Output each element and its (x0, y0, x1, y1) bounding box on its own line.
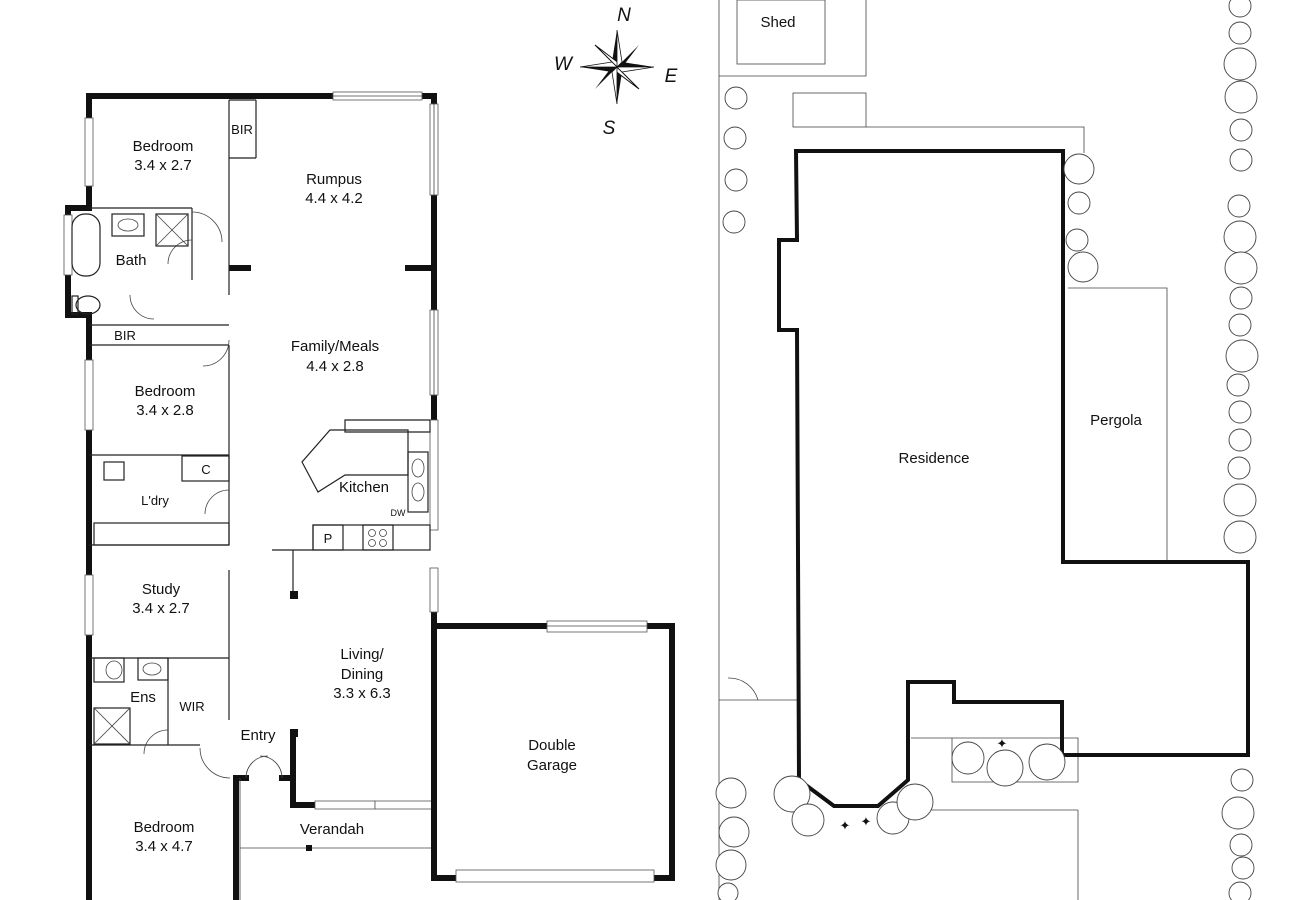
room-living-name-2: Dining (341, 666, 384, 683)
room-bath-name: Bath (116, 252, 147, 269)
room-living-size: 3.3 x 6.3 (333, 685, 391, 702)
room-bedroom-2-name: Bedroom (135, 383, 196, 400)
pantry-label: P (324, 531, 333, 546)
bathtub-icon (71, 213, 101, 277)
compass-north: N (617, 5, 631, 26)
room-bedroom-3-name: Bedroom (134, 819, 195, 836)
toilet-icon (75, 295, 101, 315)
washer-icon (103, 461, 125, 481)
room-laundry-name: L'dry (141, 493, 169, 508)
compass-east: E (665, 66, 678, 87)
bir-label-1: BIR (231, 122, 253, 137)
shed-label: Shed (760, 14, 795, 31)
dishwasher-label: DW (391, 508, 406, 518)
bir-label-2: BIR (114, 328, 136, 343)
room-rumpus-name: Rumpus (306, 171, 362, 188)
residence-outline (777, 149, 1250, 808)
kitchen-bench (344, 419, 431, 433)
basin-icon (111, 213, 145, 237)
room-study-size: 3.4 x 2.7 (132, 600, 190, 617)
room-study-name: Study (142, 581, 181, 598)
room-bedroom-3-size: 3.4 x 4.7 (135, 838, 193, 855)
verandah-label: Verandah (300, 821, 364, 838)
wir-label: WIR (179, 699, 204, 714)
room-ensuite-name: Ens (130, 689, 156, 706)
cupboard-label: C (201, 462, 210, 477)
room-living-name-1: Living/ (340, 646, 384, 663)
garage-name-2: Garage (527, 757, 577, 774)
cooktop-icon (362, 524, 394, 551)
shrubs-east-boundary (1221, 0, 1259, 900)
kitchen-island (301, 429, 409, 493)
windows (63, 91, 439, 810)
sink-icon (407, 451, 429, 513)
house-floor-plan: Bedroom 3.4 x 2.7 BIR Rumpus 4.4 x 4.2 B… (63, 91, 675, 900)
garage-structure (431, 620, 675, 883)
room-bedroom-2-size: 3.4 x 2.8 (136, 402, 194, 419)
svg-text:✦: ✦ (861, 814, 872, 829)
room-rumpus-size: 4.4 x 4.2 (305, 190, 363, 207)
entry-label: Entry (240, 727, 276, 744)
shrubs-residence-east (1063, 153, 1099, 283)
compass-south: S (603, 118, 616, 139)
ensuite-toilet-icon (105, 660, 123, 680)
room-bedroom-1-name: Bedroom (133, 138, 194, 155)
residence-label: Residence (899, 450, 970, 467)
shower-icon (155, 213, 189, 247)
ensuite-basin-icon (137, 657, 169, 681)
fixtures (71, 213, 434, 900)
compass-west: W (554, 54, 574, 75)
shed-outline (736, 0, 826, 65)
garage-name-1: Double (528, 737, 576, 754)
shrubs-west: ✦ ✦ ✦ (715, 86, 1066, 900)
svg-text:✦: ✦ (840, 818, 851, 833)
interior-walls (89, 99, 283, 779)
room-bedroom-1-size: 3.4 x 2.7 (134, 157, 192, 174)
compass-star-icon (579, 29, 655, 105)
room-family-size: 4.4 x 2.8 (306, 358, 364, 375)
ensuite-shower-icon (93, 707, 131, 745)
compass-rose: N S E W (554, 5, 678, 139)
room-family-name: Family/Meals (291, 338, 379, 355)
site-plan: ✦ ✦ ✦ (715, 0, 1259, 900)
svg-text:✦: ✦ (997, 736, 1008, 751)
exterior-walls (65, 93, 437, 900)
pergola-label: Pergola (1090, 412, 1142, 429)
room-kitchen-name: Kitchen (339, 479, 389, 496)
